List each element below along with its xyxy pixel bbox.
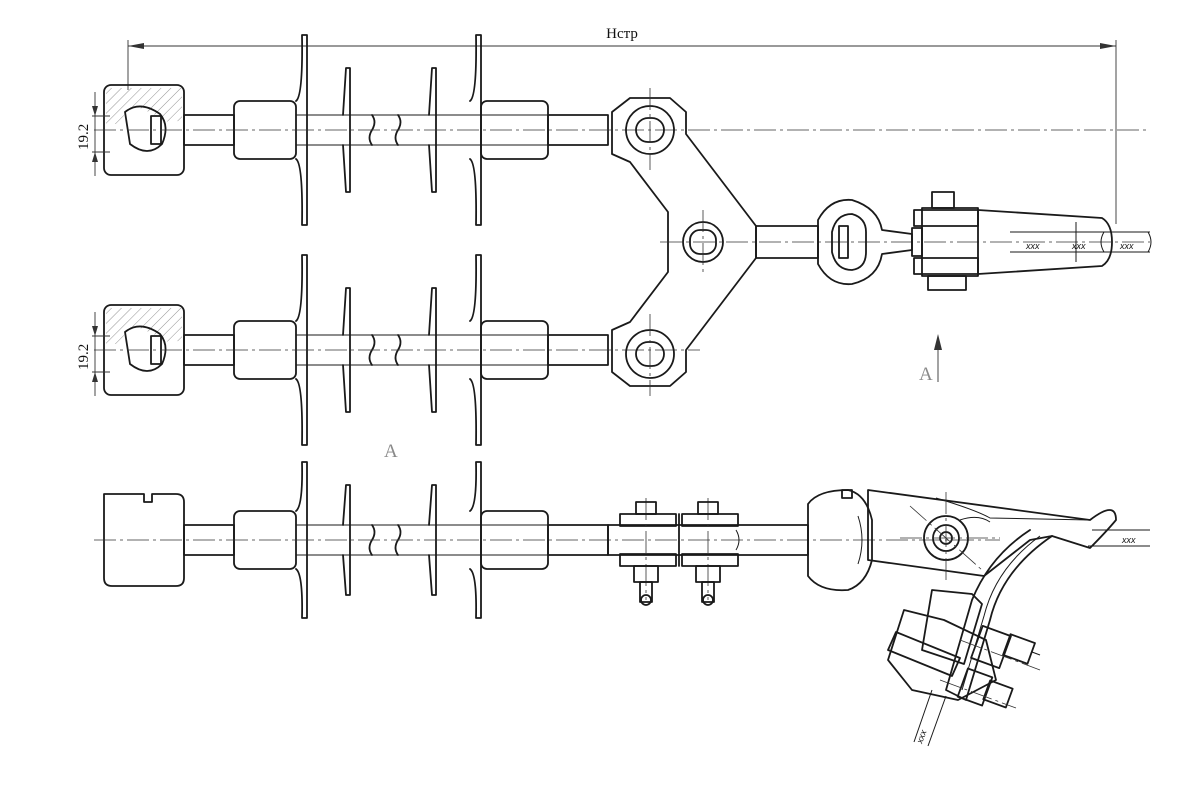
view-a-insulator — [94, 461, 1000, 619]
clevis-dimension-bottom: 19.2 — [76, 312, 110, 396]
section-arrow-a: A — [919, 334, 942, 385]
view-a-conductor-mark-1: xxx — [1121, 535, 1136, 545]
view-a-clamp: xxx xxx — [867, 489, 1150, 747]
view-a-title: A — [384, 441, 398, 462]
clevis-dim-top-label: 19.2 — [76, 124, 92, 150]
yoke-plate — [611, 88, 1150, 396]
conductor-mark-2: xxx — [1071, 241, 1086, 251]
clevis-dim-bottom-label: 19.2 — [76, 344, 92, 370]
section-arrow-label: A — [919, 364, 933, 385]
lower-insulator — [94, 254, 700, 446]
conductor-mark-1: xxx — [1025, 241, 1040, 251]
overall-length-label: Нстр — [606, 26, 638, 42]
conductor-mark-3: xxx — [1119, 241, 1134, 251]
clevis-dimension-top: 19.2 — [76, 92, 110, 176]
upper-insulator — [94, 34, 1150, 226]
view-a-conductor-mark-2: xxx — [914, 728, 929, 746]
overall-length-dimension: Нстр — [127, 26, 1117, 224]
tension-clamp-top: xxx xxx xxx — [911, 191, 1152, 291]
